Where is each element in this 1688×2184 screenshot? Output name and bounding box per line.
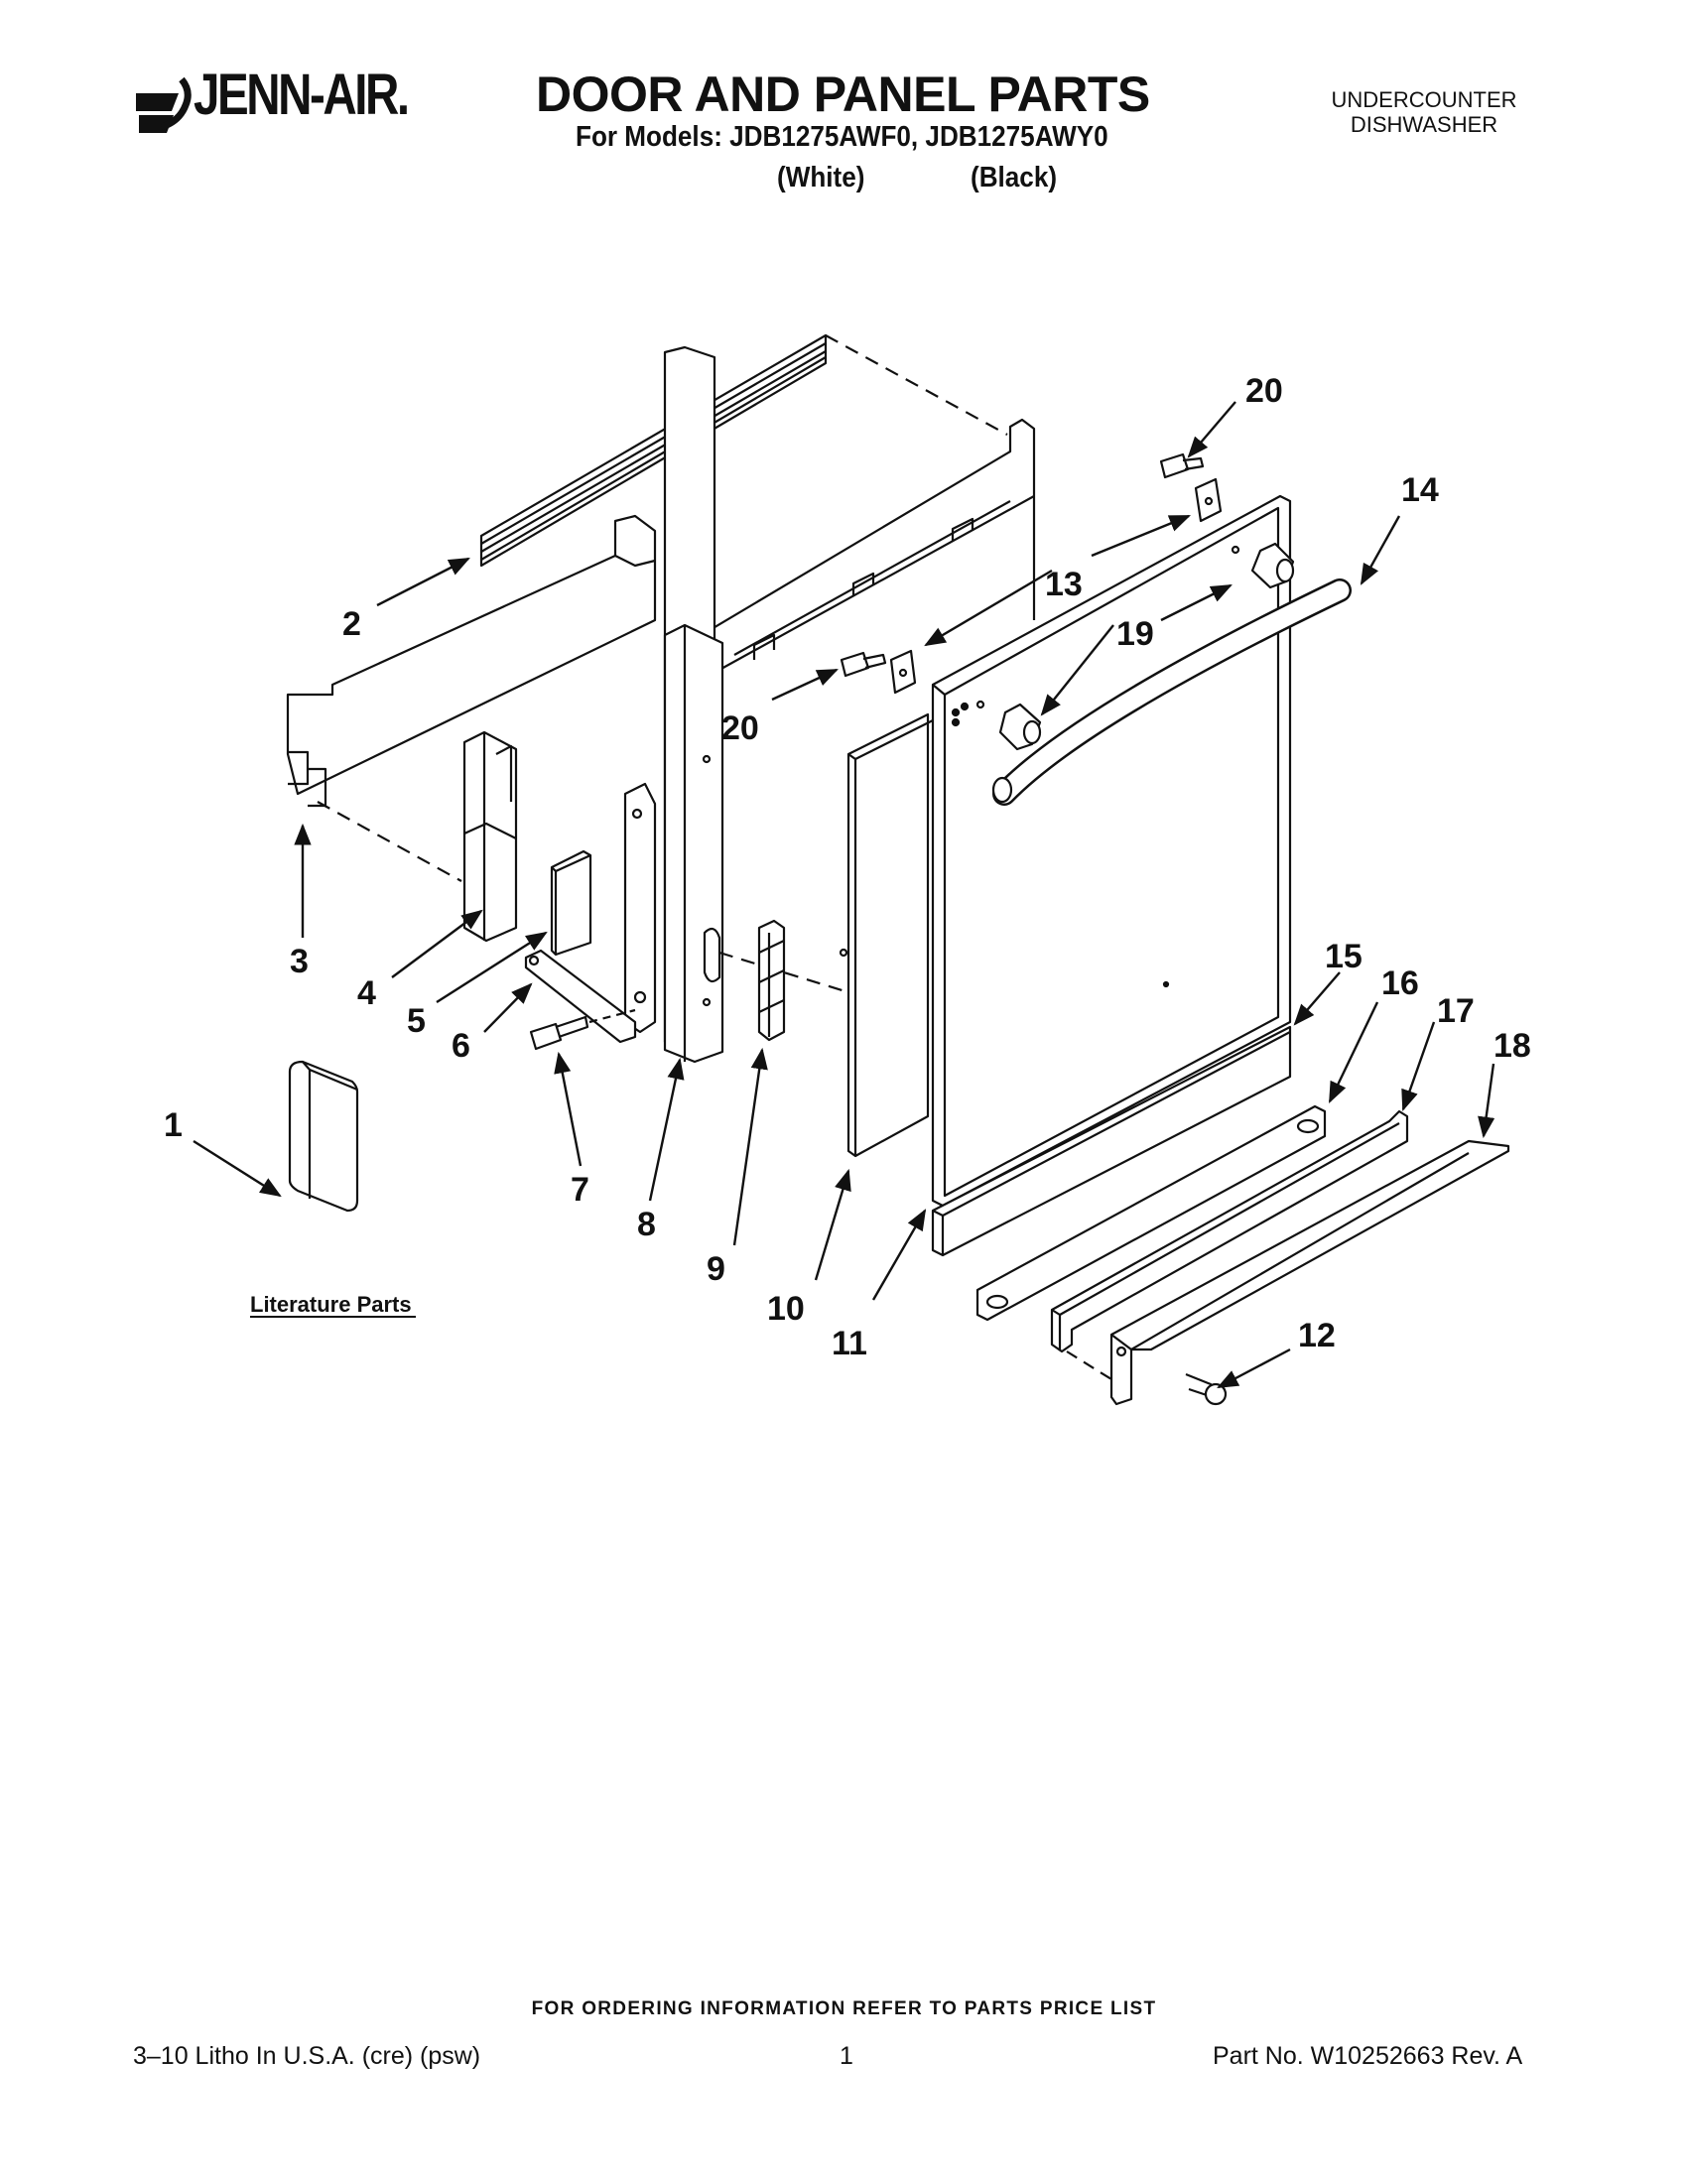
callout-20-left: 20 [721,709,759,747]
callout-20-top: 20 [1245,372,1283,410]
part-hinge-bracket [524,782,657,1044]
callout-6: 6 [452,1027,470,1065]
part-door-top-frame [684,418,1036,671]
callout-15: 15 [1325,938,1363,975]
assembly-line [825,334,1008,436]
callout-8: 8 [637,1206,656,1243]
part-kick-plate [1050,1109,1409,1353]
product-type-line-2: DISHWASHER [1350,112,1498,137]
page-number: 1 [840,2042,853,2070]
part-bottom-trim [1109,1139,1510,1406]
assembly-line [317,801,462,882]
part-screw-7 [529,1015,589,1051]
part-latch-vent [757,919,786,1042]
callout-13: 13 [1045,566,1083,603]
part-door-handle [991,578,1352,806]
part-kick-plate-bracket [975,1104,1327,1322]
variant-black-label: (Black) [971,162,1058,193]
product-type: UNDERCOUNTER DISHWASHER [1290,87,1558,137]
brand-name: JENN-AIR. [194,63,410,127]
callout-4: 4 [357,974,376,1012]
models-line: For Models: JDB1275AWF0, JDB1275AWY0 [576,121,1108,153]
page-title: DOOR AND PANEL PARTS [536,66,1150,122]
part-screw-20 [840,452,1205,678]
callout-3: 3 [290,943,309,980]
part-console-panel [286,514,657,808]
callout-17: 17 [1437,992,1475,1030]
ordering-info: FOR ORDERING INFORMATION REFER TO PARTS … [531,1998,1157,2019]
callout-7: 7 [571,1171,589,1209]
part-small-pad [550,849,592,957]
part-literature [288,1060,359,1213]
product-type-line-1: UNDERCOUNTER [1331,87,1517,112]
callout-14: 14 [1401,471,1439,509]
callout-9: 9 [707,1250,725,1288]
part-handle-standoff [975,542,1295,751]
callout-2: 2 [342,605,361,643]
part-mounting-tab [889,477,1223,695]
literature-parts-label: Literature Parts [250,1292,412,1317]
part-screw-12 [1185,1372,1228,1406]
callout-18: 18 [1493,1027,1531,1065]
part-door-insulation-panel [846,712,934,1158]
assembly-line [588,1008,636,1024]
variant-white-label: (White) [777,162,865,193]
callout-1: 1 [164,1106,183,1144]
callout-11: 11 [832,1325,867,1362]
part-number: Part No. W10252663 Rev. A [1213,2042,1523,2070]
litho-info: 3–10 Litho In U.S.A. (cre) (psw) [133,2042,481,2070]
callout-10: 10 [767,1290,805,1328]
leader-arrows [193,401,1495,1389]
jenn-air-logo-icon [136,76,192,133]
callout-16: 16 [1381,964,1419,1002]
callout-19: 19 [1116,615,1154,653]
part-toe-panel [931,1025,1292,1257]
part-bracket-block [462,730,518,943]
part-door-side-frame [663,345,848,1064]
callout-5: 5 [407,1002,426,1040]
assembly-line [1066,1350,1112,1380]
callout-12: 12 [1298,1317,1336,1354]
